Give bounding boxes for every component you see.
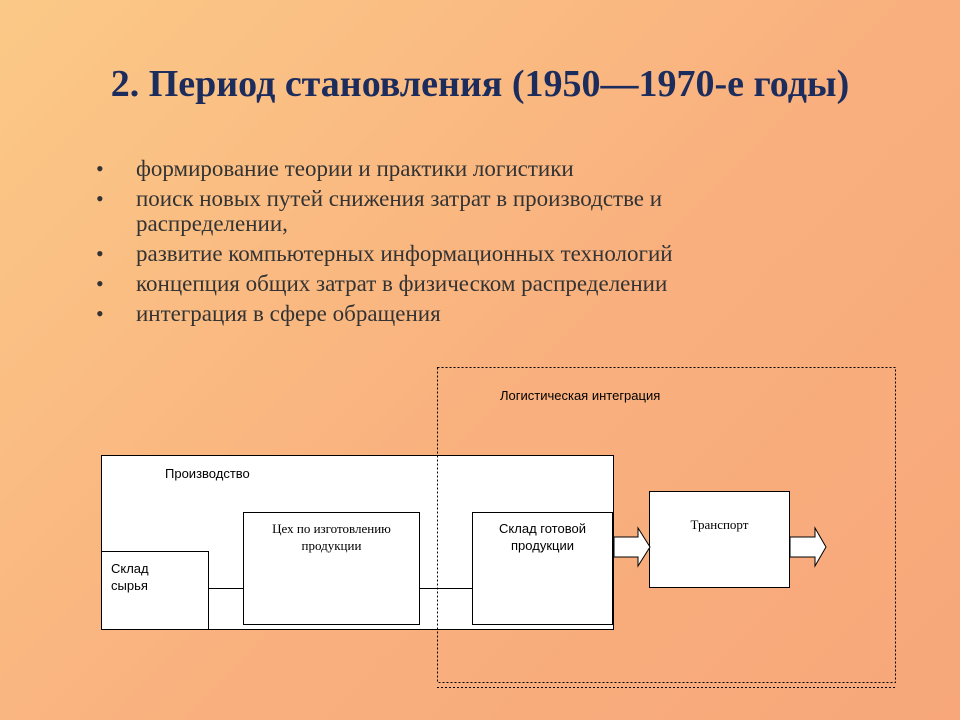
bullet-text: интеграция в сфере обращения [136, 301, 441, 326]
bullet-item: • формирование теории и практики логистик… [96, 156, 816, 181]
raw-warehouse-box [101, 551, 209, 630]
bullet-item: • интеграция в сфере обращения [96, 301, 816, 326]
transport-box [649, 491, 790, 588]
bullet-text: развитие компьютерных информационных тех… [136, 241, 673, 266]
raw-warehouse-label: Склад сырья [111, 561, 149, 593]
bullet-icon: • [96, 241, 104, 266]
arrow-out-transport-icon [789, 526, 827, 568]
bullet-text: концепция общих затрат в физическом расп… [136, 271, 668, 296]
integration-label: Логистическая интеграция [500, 388, 661, 403]
bullet-text: поиск новых путей снижения затрат в прои… [136, 186, 663, 236]
bullet-item: • развитие компьютерных информационных те… [96, 241, 816, 266]
bullet-list: • формирование теории и практики логистик… [96, 156, 816, 331]
bullet-item: • поиск новых путей снижения затрат в про… [96, 186, 816, 236]
transport-label: Транспорт [690, 517, 749, 532]
bullet-icon: • [96, 271, 104, 296]
workshop-label: Цех по изготовлению продукции [272, 521, 391, 553]
bullet-icon: • [96, 301, 104, 326]
bullet-text: формирование теории и практики логистики [136, 156, 574, 181]
finished-warehouse-label: Склад готовой продукции [499, 521, 586, 553]
slide-title: 2. Период становления (1950—1970-е годы) [110, 63, 850, 105]
workshop-box [243, 512, 420, 625]
bullet-item: • концепция общих затрат в физическом рас… [96, 271, 816, 296]
production-label: Производство [165, 466, 250, 481]
bullet-icon: • [96, 186, 104, 211]
bullet-icon: • [96, 156, 104, 181]
arrow-to-transport-icon [613, 526, 651, 568]
